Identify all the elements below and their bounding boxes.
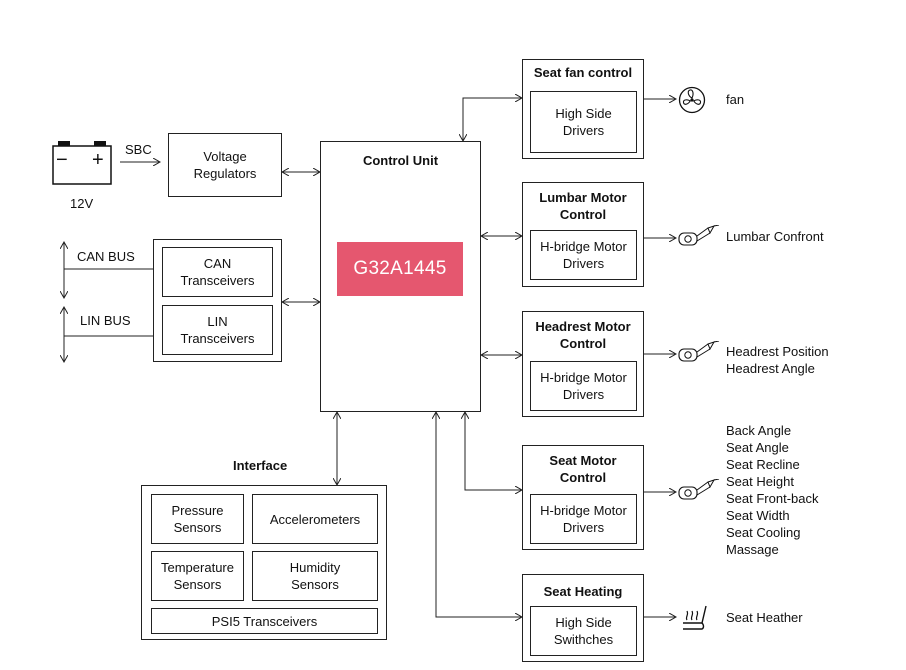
can-transceivers-box: CAN Transceivers <box>162 247 273 297</box>
headrest-output-item: Headrest Angle <box>726 361 815 376</box>
seat-motor-output-item: Seat Front-back <box>726 491 819 506</box>
seat-motor-output-item: Seat Cooling <box>726 525 801 540</box>
humidity-sensors-label: Humidity Sensors <box>289 560 341 592</box>
accelerometers-box: Accelerometers <box>252 494 378 544</box>
lumbar-title: Lumbar Motor Control <box>539 190 627 222</box>
seat-motor-driver-box: H-bridge Motor Drivers <box>530 494 637 544</box>
battery-icon <box>52 140 114 193</box>
seat-heating-driver-box: High Side Swithches <box>530 606 637 656</box>
voltage-regulators-box: Voltage Regulators <box>168 133 282 197</box>
heater-output-label: Seat Heather <box>726 610 803 625</box>
pressure-sensors-label: Pressure Sensors <box>171 503 224 535</box>
lumbar-driver-box: H-bridge Motor Drivers <box>530 230 637 280</box>
humidity-sensors-box: Humidity Sensors <box>252 551 378 601</box>
seat-motor-link <box>465 412 522 490</box>
lumbar-output-label: Lumbar Confront <box>726 229 824 244</box>
chip-badge: G32A1445 <box>337 242 463 296</box>
interface-title: Interface <box>233 458 288 473</box>
headrest-driver-label: H-bridge Motor Drivers <box>540 370 627 402</box>
accelerometers-label: Accelerometers <box>269 511 361 527</box>
seat-motor-driver-label: H-bridge Motor Drivers <box>540 503 627 535</box>
headrest-output-item: Headrest Position <box>726 344 829 359</box>
headrest-title: Headrest Motor Control <box>535 319 631 351</box>
seat-motor-output-item: Massage <box>726 542 779 557</box>
headrest-driver-box: H-bridge Motor Drivers <box>530 361 637 411</box>
seat-motor-output-item: Seat Width <box>726 508 790 523</box>
seat-fan-driver-box: High Side Drivers <box>530 91 637 153</box>
seat-motor-output-item: Back Angle <box>726 423 792 438</box>
voltage-regulators-label: Voltage Regulators <box>193 149 257 181</box>
seat-fan-link <box>463 98 522 141</box>
seat-motor-output-item: Seat Angle <box>726 440 789 455</box>
seat-heater-icon <box>680 603 714 636</box>
lin-bus-label: LIN BUS <box>80 313 131 328</box>
seat-fan-driver-label: High Side Drivers <box>555 106 612 138</box>
lumbar-driver-label: H-bridge Motor Drivers <box>540 239 627 271</box>
seat-fan-title: Seat fan control <box>533 65 633 80</box>
psi5-transceivers-label: PSI5 Transceivers <box>211 613 318 629</box>
seat-heating-driver-label: High Side Swithches <box>553 615 614 647</box>
sbc-label: SBC <box>125 142 152 157</box>
fan-output-label: fan <box>726 92 745 107</box>
motor-icon <box>678 224 720 254</box>
battery-plus: + <box>92 149 104 171</box>
temperature-sensors-box: Temperature Sensors <box>151 551 244 601</box>
seat-motor-output-list: Back Angle Seat Angle Seat Recline Seat … <box>726 422 819 558</box>
battery-voltage: 12V <box>70 196 94 211</box>
seat-motor-title: Seat Motor Control <box>549 453 617 485</box>
control-unit-title: Control Unit <box>362 153 439 168</box>
seat-motor-output-item: Seat Recline <box>726 457 800 472</box>
can-bus-label: CAN BUS <box>77 249 135 264</box>
motor-icon <box>678 340 720 370</box>
battery-minus: − <box>56 149 68 171</box>
temperature-sensors-label: Temperature Sensors <box>161 560 234 592</box>
headrest-output-list: Headrest Position Headrest Angle <box>726 343 829 377</box>
lin-transceivers-label: LIN Transceivers <box>180 314 255 346</box>
psi5-transceivers-box: PSI5 Transceivers <box>151 608 378 634</box>
fan-icon <box>678 86 706 119</box>
can-transceivers-label: CAN Transceivers <box>180 256 255 288</box>
seat-heating-link <box>436 412 522 617</box>
seat-motor-output-item: Seat Height <box>726 474 794 489</box>
pressure-sensors-box: Pressure Sensors <box>151 494 244 544</box>
seat-heating-title: Seat Heating <box>543 584 623 599</box>
motor-icon <box>678 478 720 508</box>
lin-transceivers-box: LIN Transceivers <box>162 305 273 355</box>
